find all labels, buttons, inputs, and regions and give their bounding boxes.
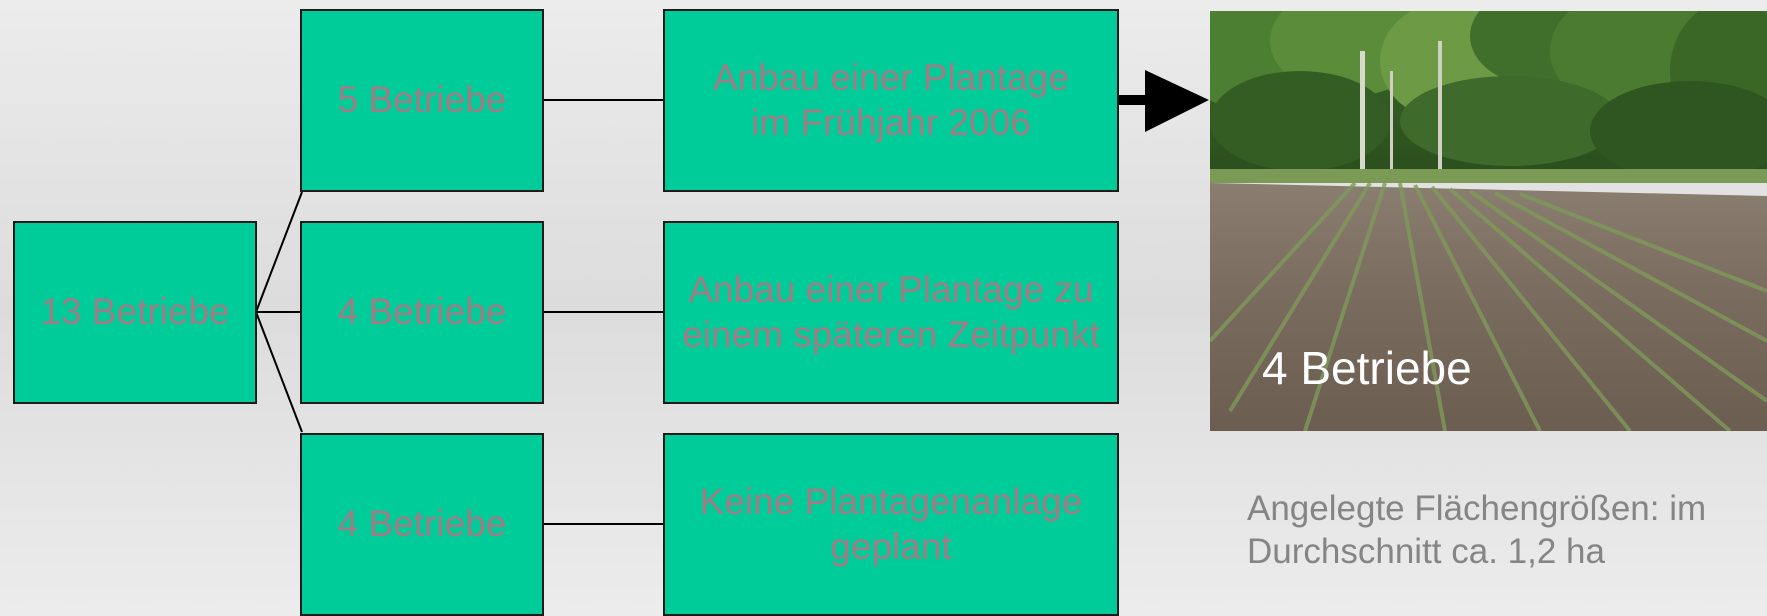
- outcome-node-1: Anbau einer Plantage im Frühjahr 2006: [663, 9, 1119, 192]
- root-node: 13 Betriebe: [13, 221, 257, 404]
- connector-root-to-branch-1: [255, 191, 303, 313]
- outcome-node-3: Keine Plantagenanlage geplant: [663, 433, 1119, 616]
- photo-caption: 4 Betriebe: [1262, 342, 1472, 394]
- branch-node-2: 4 Betriebe: [300, 221, 544, 404]
- arrow-right-icon: [1118, 70, 1209, 132]
- branch-node-3: 4 Betriebe: [300, 433, 544, 616]
- connector-root-to-branch-3: [255, 311, 303, 433]
- field-photo: 4 Betriebe: [1210, 11, 1767, 431]
- outcome-node-2: Anbau einer Plantage zu einem späteren Z…: [663, 221, 1119, 404]
- branch-node-1: 5 Betriebe: [300, 9, 544, 192]
- area-size-note: Angelegte Flächengrößen: im Durchschnitt…: [1247, 489, 1707, 572]
